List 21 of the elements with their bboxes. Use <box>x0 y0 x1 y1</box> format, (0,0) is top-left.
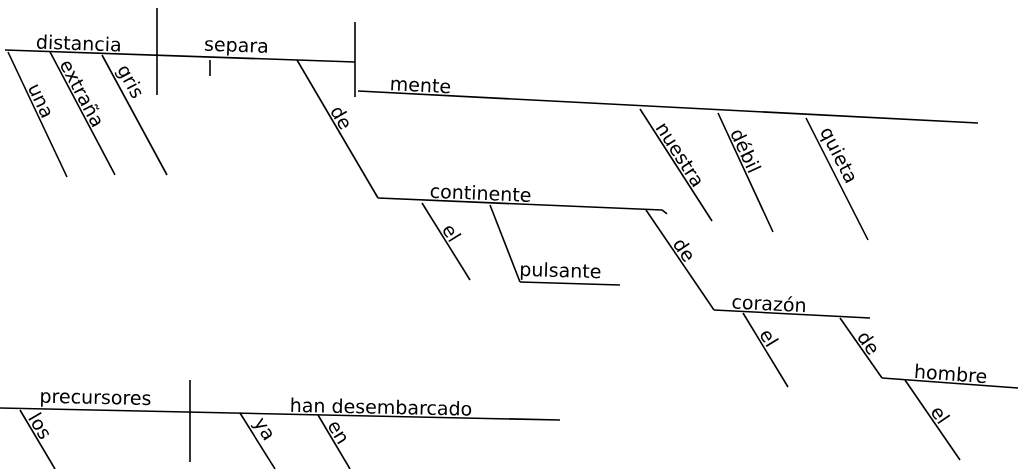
word-label: distancia <box>36 34 120 52</box>
word-label: corazón <box>732 296 805 313</box>
word-label: en <box>329 422 347 445</box>
word-label: pulsante <box>520 262 601 280</box>
word-label: los <box>28 412 50 440</box>
word-label: mente <box>391 79 451 94</box>
word-label: de <box>331 107 349 130</box>
word-label: el <box>443 226 462 243</box>
word-label: hombre <box>915 363 987 384</box>
word-label: han desembarcado <box>291 397 472 416</box>
word-label: de <box>858 333 877 355</box>
word-label: continente <box>430 185 531 202</box>
word-label: ya <box>250 417 272 441</box>
word-label: separa <box>204 40 268 56</box>
word-label: de <box>674 240 692 262</box>
word-label: precursores <box>41 392 151 407</box>
word-label: el <box>932 408 951 425</box>
word-label: gris <box>114 66 142 99</box>
word-label: una <box>29 84 51 119</box>
word-label: el <box>760 331 779 348</box>
word-label: débil <box>731 130 762 173</box>
